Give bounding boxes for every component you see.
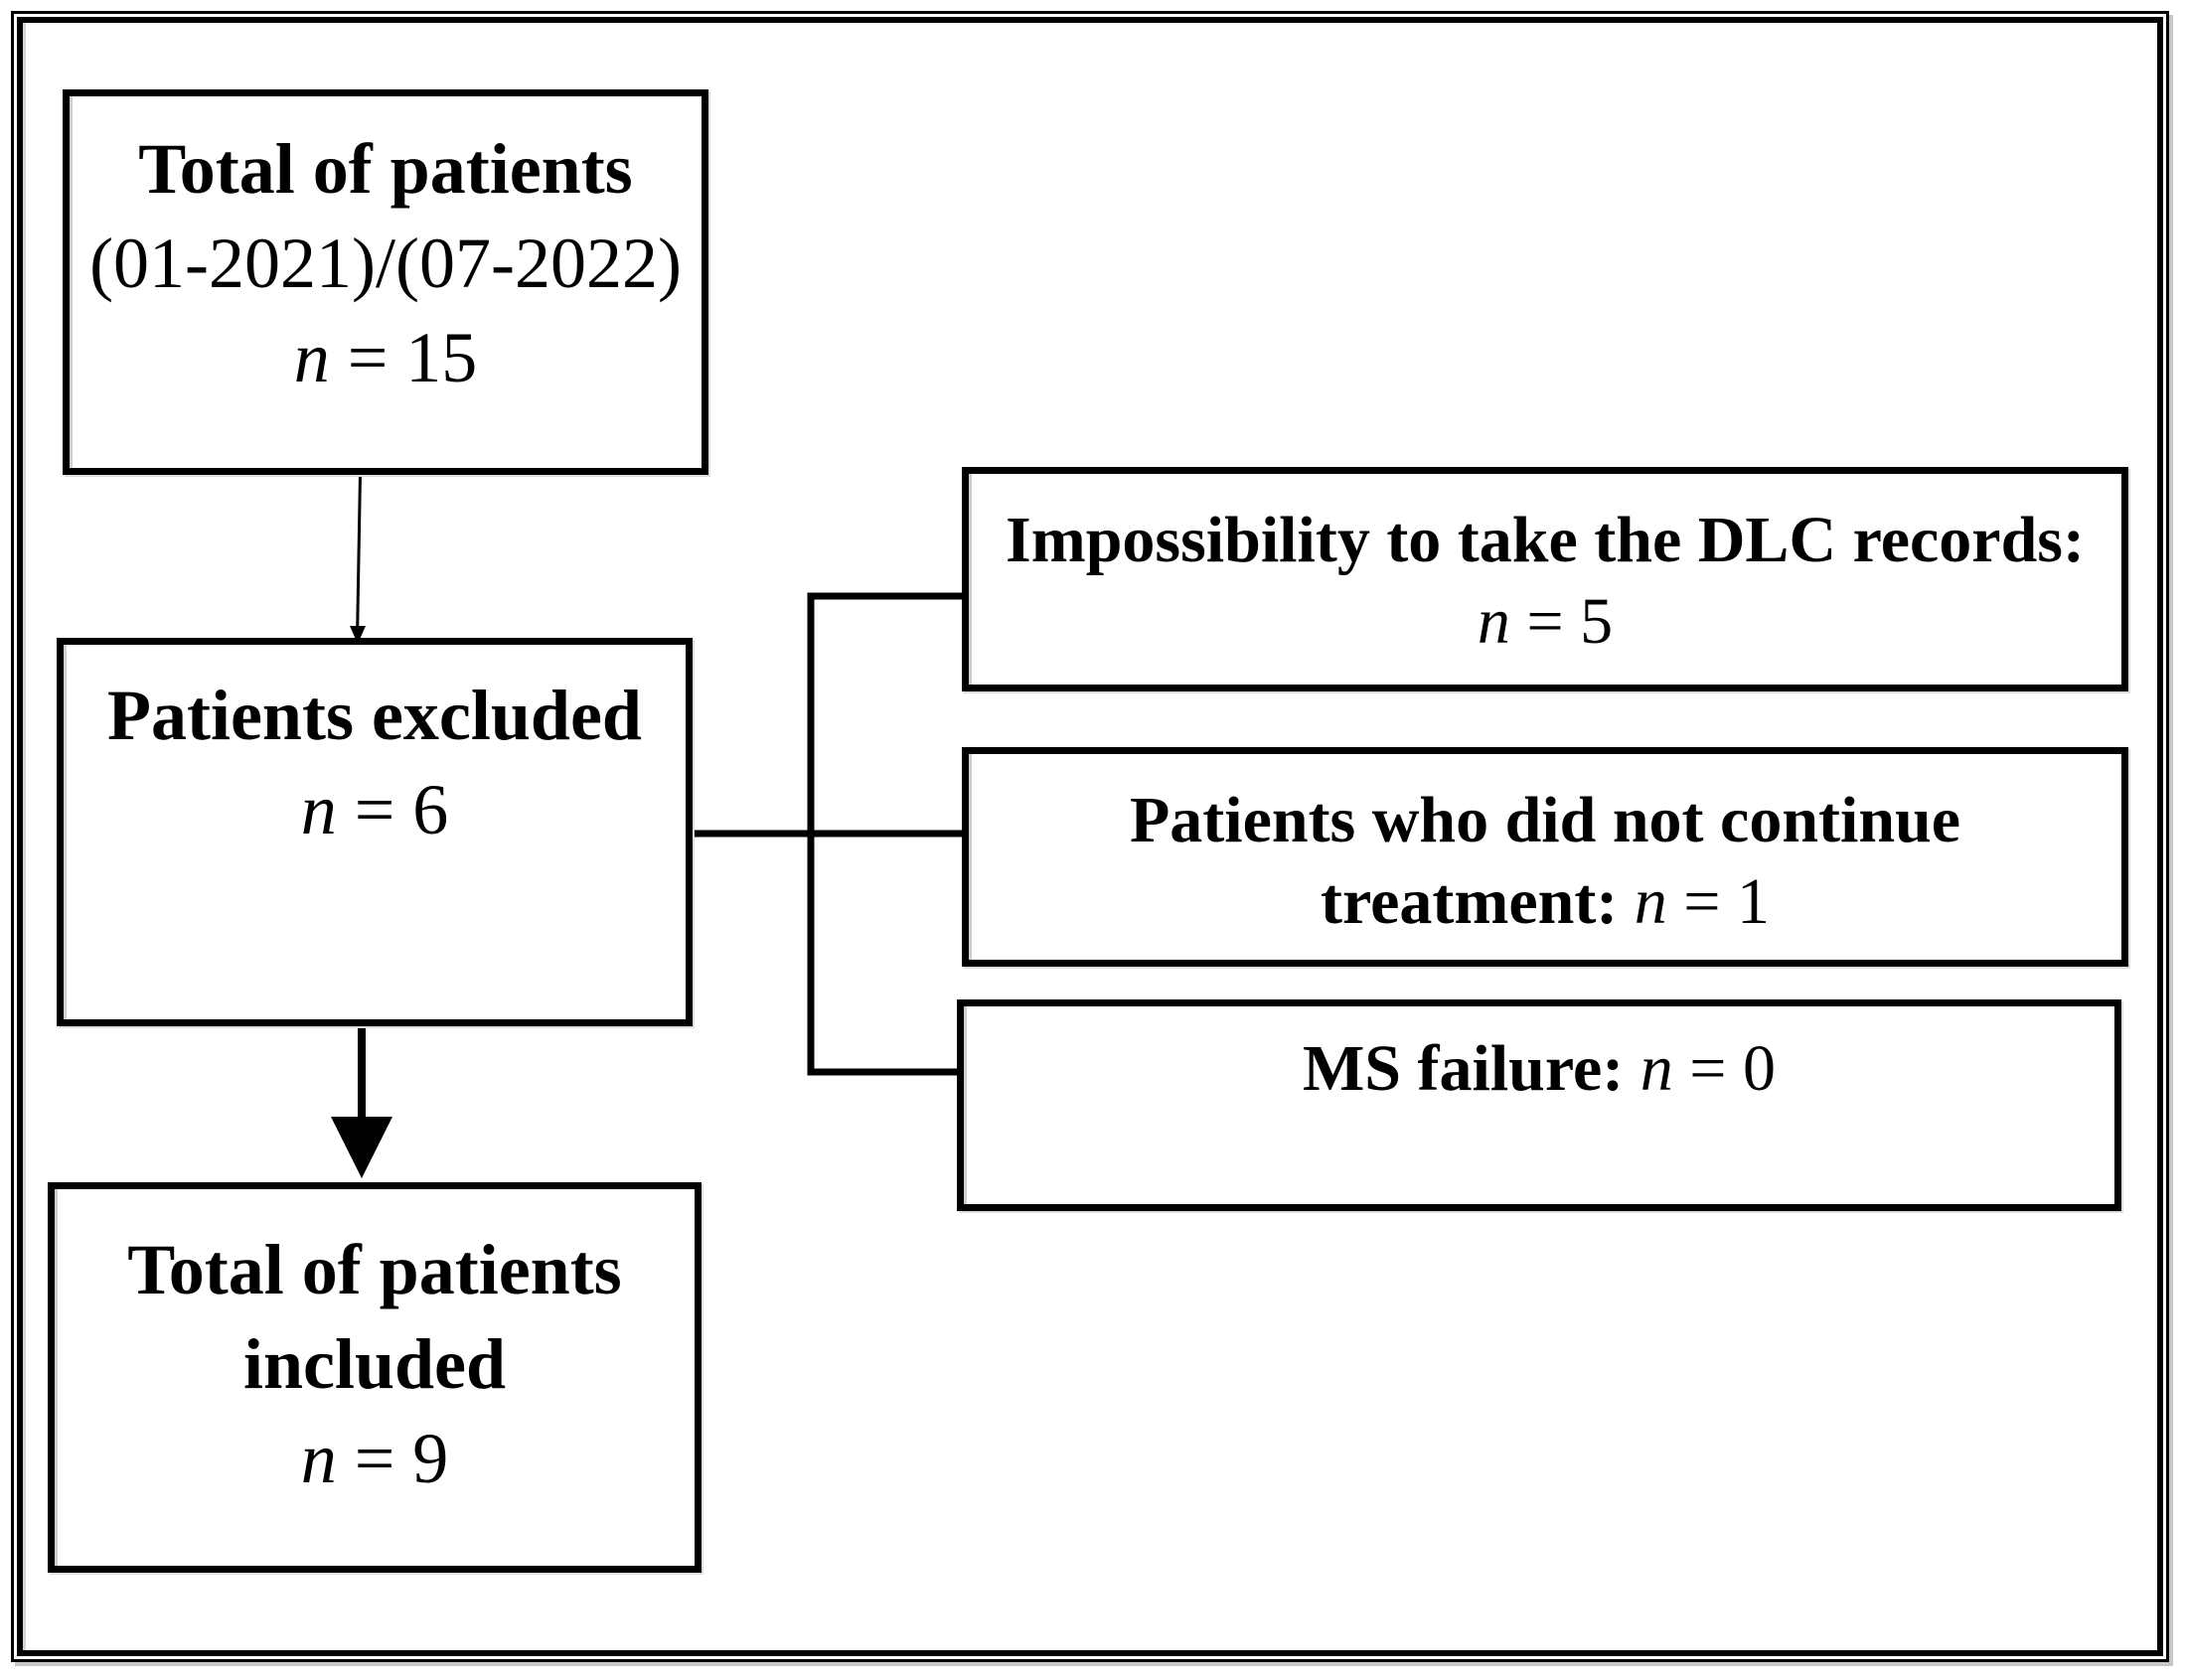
n-variable: n xyxy=(300,770,337,849)
flow-box-total-patients: Total of patients (01-2021)/(07-2022) n … xyxy=(63,89,708,475)
n-value: = 5 xyxy=(1509,585,1614,658)
n-value: = 9 xyxy=(336,1419,449,1498)
total-included-subtitle: included xyxy=(242,1324,507,1404)
n-value: = 6 xyxy=(336,770,449,849)
n-variable: n xyxy=(293,318,330,397)
total-included-count: n = 9 xyxy=(55,1412,695,1506)
n-variable: n xyxy=(1639,1032,1673,1105)
ms-failure-label: MS failure: xyxy=(1303,1032,1640,1105)
flow-box-dlc-records: Impossibility to take the DLC records: n… xyxy=(962,467,2128,691)
n-variable: n xyxy=(300,1419,337,1498)
arrow-excluded-to-included-head xyxy=(331,1117,392,1178)
dlc-records-count: n = 5 xyxy=(969,581,2121,663)
dlc-records-title: Impossibility to take the DLC records: xyxy=(1006,504,2085,576)
connector-total-to-excluded-arrowhead xyxy=(350,626,366,644)
n-variable: n xyxy=(1477,585,1510,658)
patients-excluded-count: n = 6 xyxy=(64,763,686,857)
not-continue-line2: treatment: n = 1 xyxy=(969,861,2121,943)
total-patients-count: n = 15 xyxy=(70,311,702,405)
n-value: = 0 xyxy=(1672,1032,1776,1105)
not-continue-label: treatment: xyxy=(1320,865,1635,938)
total-patients-period: (01-2021)/(07-2022) xyxy=(89,224,682,303)
flow-box-patients-excluded: Patients excluded n = 6 xyxy=(57,638,693,1026)
ms-failure-line: MS failure: n = 0 xyxy=(964,1028,2114,1110)
flow-box-not-continue: Patients who did not continue treatment:… xyxy=(962,747,2128,967)
outer-frame xyxy=(11,11,2169,1662)
total-patients-title: Total of patients xyxy=(138,129,633,209)
total-included-title: Total of patients xyxy=(127,1230,622,1309)
patients-excluded-title: Patients excluded xyxy=(107,676,642,755)
inner-frame xyxy=(17,17,2163,1656)
not-continue-line1: Patients who did not continue xyxy=(1129,784,1961,856)
flow-box-total-included: Total of patients included n = 9 xyxy=(48,1182,702,1573)
n-variable: n xyxy=(1634,865,1667,938)
n-value: = 15 xyxy=(329,318,478,397)
connector-total-to-excluded-line xyxy=(356,473,362,641)
n-value: = 1 xyxy=(1666,865,1771,938)
flow-box-ms-failure: MS failure: n = 0 xyxy=(957,999,2121,1211)
